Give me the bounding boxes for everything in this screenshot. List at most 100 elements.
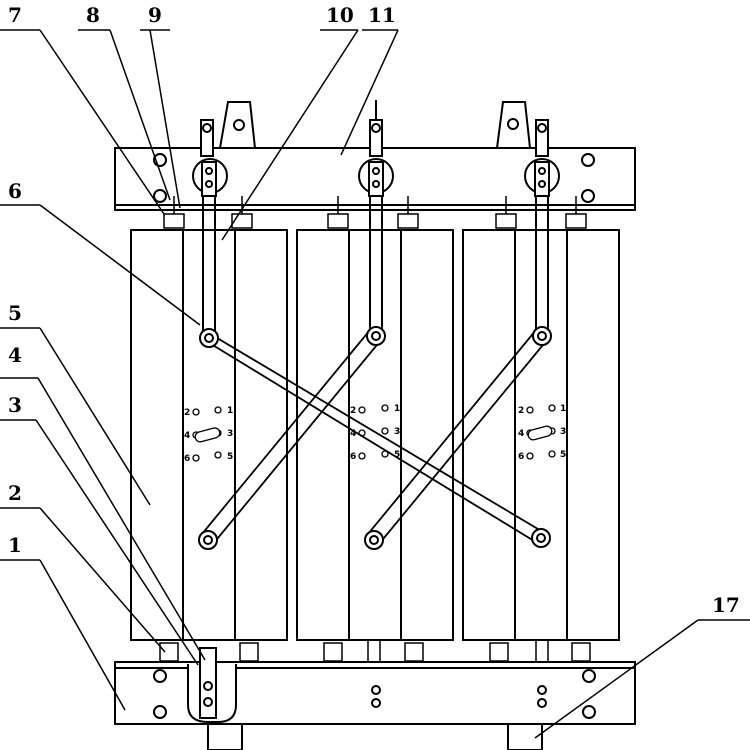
beam-bolt bbox=[153, 189, 167, 203]
joint-bolt bbox=[203, 535, 213, 545]
lower-pads bbox=[159, 640, 591, 662]
joint bbox=[199, 328, 219, 348]
joint-bolt bbox=[204, 333, 214, 343]
connection-bar bbox=[367, 329, 537, 535]
tap-number: 5 bbox=[394, 450, 400, 460]
leader-11 bbox=[340, 29, 399, 156]
joint-bolt bbox=[369, 535, 379, 545]
pad-block bbox=[159, 642, 179, 662]
lifting-lug-right bbox=[496, 101, 531, 149]
label-10: 10 bbox=[326, 3, 354, 27]
pad-block bbox=[327, 213, 349, 229]
pad-block bbox=[239, 642, 259, 662]
part-labels: 7 8 9 10 11 6 5 4 3 2 1 17 bbox=[8, 3, 740, 617]
leader-6 bbox=[39, 204, 201, 326]
joint bbox=[364, 530, 384, 550]
connection-bar bbox=[378, 339, 548, 545]
beam-bolt bbox=[153, 153, 167, 167]
leader-9 bbox=[149, 29, 181, 209]
leader-5 bbox=[39, 327, 151, 506]
connection-bar bbox=[210, 343, 540, 545]
tap-terminal bbox=[192, 454, 200, 462]
terminal-hole bbox=[538, 167, 546, 175]
tap-link bbox=[527, 425, 553, 441]
grounding-bolt bbox=[203, 697, 213, 707]
beam-bolt bbox=[153, 669, 167, 683]
beam-bolt-small bbox=[537, 698, 547, 708]
label-4: 4 bbox=[8, 343, 22, 367]
lifting-lug-left bbox=[219, 101, 256, 149]
tap-number: 1 bbox=[394, 404, 400, 414]
terminal-hole bbox=[205, 167, 213, 175]
pad-block bbox=[495, 213, 517, 229]
pad-block bbox=[323, 642, 343, 662]
tap-terminal bbox=[381, 404, 389, 412]
terminal-hole bbox=[371, 123, 381, 133]
base-foot-left bbox=[207, 723, 243, 750]
connection-bar bbox=[206, 331, 544, 533]
label-17: 17 bbox=[712, 593, 740, 617]
tap-terminal bbox=[358, 406, 366, 414]
coil-phase-a bbox=[130, 229, 288, 641]
tap-changer-b: 2 1 4 3 6 5 bbox=[350, 404, 400, 462]
label-11: 11 bbox=[368, 3, 396, 27]
terminal-hole bbox=[538, 180, 546, 188]
label-6: 6 bbox=[8, 179, 22, 203]
beam-bolt bbox=[581, 189, 595, 203]
tap-terminal bbox=[381, 450, 389, 458]
tap-number: 6 bbox=[184, 454, 190, 464]
beam-bolt-small bbox=[371, 685, 381, 695]
label-1: 1 bbox=[8, 533, 22, 557]
tap-terminal bbox=[381, 427, 389, 435]
tap-number: 2 bbox=[184, 408, 190, 418]
connection-bar bbox=[201, 329, 371, 535]
leader-8 bbox=[109, 29, 171, 201]
tap-number: 3 bbox=[394, 427, 400, 437]
coil-phase-b bbox=[296, 229, 454, 641]
tap-link bbox=[194, 427, 221, 443]
leader-3 bbox=[35, 419, 199, 666]
tap-terminal bbox=[526, 452, 534, 460]
tap-number: 1 bbox=[560, 404, 566, 414]
terminal-hole bbox=[202, 123, 212, 133]
joint-bolt bbox=[537, 331, 547, 341]
upper-pads bbox=[163, 196, 587, 229]
pad-block bbox=[571, 642, 591, 662]
tap-terminal bbox=[358, 452, 366, 460]
label-9: 9 bbox=[148, 3, 162, 27]
leader-lines bbox=[0, 29, 750, 739]
tap-number: 6 bbox=[350, 452, 356, 462]
pad-block bbox=[565, 213, 587, 229]
pad-block bbox=[397, 213, 419, 229]
terminal-hole bbox=[372, 180, 380, 188]
tap-number: 3 bbox=[227, 429, 233, 439]
connection-bar bbox=[212, 339, 382, 545]
pad-block bbox=[489, 642, 509, 662]
terminal-hole bbox=[372, 167, 380, 175]
tap-terminal bbox=[214, 451, 222, 459]
tap-number: 2 bbox=[350, 406, 356, 416]
tap-terminal bbox=[548, 450, 556, 458]
connection-bars bbox=[201, 329, 548, 545]
tap-number: 6 bbox=[518, 452, 524, 462]
leader-17 bbox=[534, 619, 699, 739]
joint bbox=[532, 326, 552, 346]
leader-7 bbox=[39, 29, 165, 215]
label-3: 3 bbox=[8, 393, 22, 417]
grounding-bolt bbox=[203, 681, 213, 691]
label-2: 2 bbox=[8, 481, 22, 505]
label-8: 8 bbox=[86, 3, 100, 27]
tap-number: 4 bbox=[518, 429, 524, 439]
tap-terminal bbox=[526, 406, 534, 414]
beam-bolt bbox=[582, 705, 596, 719]
tap-terminal bbox=[214, 406, 222, 414]
pad-block bbox=[404, 642, 424, 662]
tap-changer-c: 2 1 4 3 6 5 bbox=[518, 404, 566, 462]
tap-number: 4 bbox=[184, 431, 190, 441]
bottom-clamp-beam bbox=[114, 647, 636, 750]
beam-bolt bbox=[581, 153, 595, 167]
coil-outer bbox=[130, 229, 288, 641]
lug-hole-right bbox=[507, 118, 519, 130]
